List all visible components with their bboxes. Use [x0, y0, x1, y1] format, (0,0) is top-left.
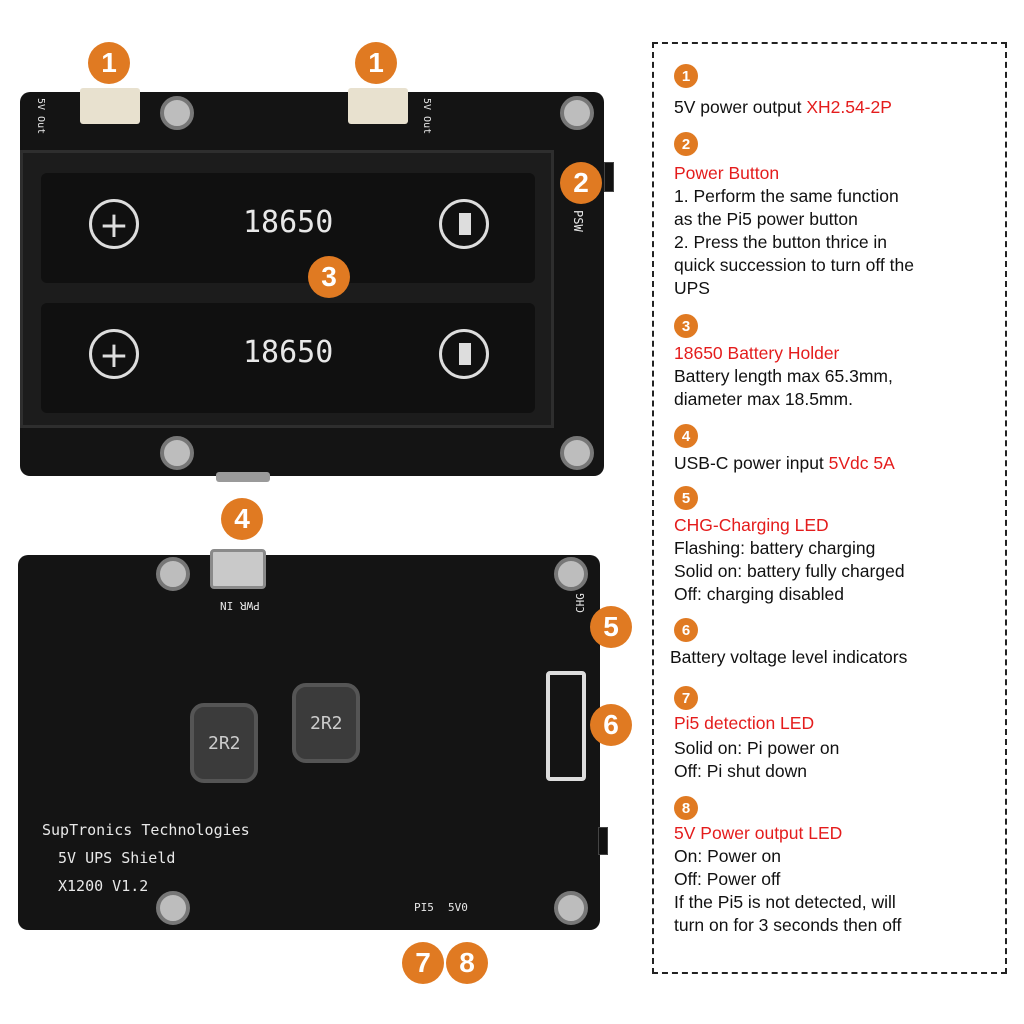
legend-line: 1. Perform the same function — [674, 186, 899, 206]
mounting-hole — [560, 96, 594, 130]
legend-line: If the Pi5 is not detected, will — [674, 892, 896, 912]
legend-number: 1 — [674, 64, 698, 88]
5v0-label: 5V0 — [448, 901, 468, 914]
legend-text: USB-C power input — [674, 453, 829, 473]
battery-label: 18650 — [243, 205, 334, 240]
legend-line: as the Pi5 power button — [674, 209, 858, 229]
brand-line-1: SupTronics Technologies — [42, 821, 250, 839]
inductor-label: 2R2 — [208, 733, 241, 754]
psw-label: PSW — [571, 210, 585, 232]
legend-number: 8 — [674, 796, 698, 820]
battery-holder: + + 18650 18650 — [20, 150, 554, 428]
inductor — [292, 683, 360, 763]
callout-badge-6: 6 — [590, 704, 632, 746]
legend-line: UPS — [674, 278, 710, 298]
callout-badge-1: 1 — [355, 42, 397, 84]
legend-highlight: XH2.54-2P — [806, 97, 892, 117]
callout-badge-8: 8 — [446, 942, 488, 984]
legend-section-7: 7 Pi5 detection LED Solid on: Pi power o… — [674, 686, 999, 783]
legend-line: Flashing: battery charging — [674, 538, 876, 558]
usb-c-port[interactable] — [210, 549, 266, 589]
minus-symbol-icon — [439, 199, 489, 249]
ups-board-bottom-view: PWR IN CHG 2R2 2R2 SupTronics Technologi… — [18, 549, 608, 930]
legend-line: quick succession to turn off the — [674, 255, 914, 275]
usb-c-port — [216, 472, 270, 482]
callout-badge-7: 7 — [402, 942, 444, 984]
5v-out-label: 5V Out — [421, 98, 432, 135]
callout-badge-5: 5 — [590, 606, 632, 648]
plus-symbol-icon: + — [89, 199, 139, 249]
legend-line: Solid on: battery fully charged — [674, 561, 905, 581]
legend-line: Solid on: Pi power on — [674, 738, 840, 758]
legend-section-1: 1 5V power output XH2.54-2P — [674, 64, 999, 119]
legend-line: diameter max 18.5mm. — [674, 389, 853, 409]
inductor — [190, 703, 258, 783]
legend-number: 4 — [674, 424, 698, 448]
legend-line: 2. Press the button thrice in — [674, 232, 888, 252]
battery-level-indicator — [546, 671, 586, 781]
ups-board-top-view: 5V Out 5V Out + + 18650 18650 PSW — [20, 88, 614, 482]
pi5-label: PI5 — [414, 901, 434, 914]
legend-number: 7 — [674, 686, 698, 710]
mounting-hole — [560, 436, 594, 470]
minus-symbol-icon — [439, 329, 489, 379]
callout-badge-3: 3 — [308, 256, 350, 298]
legend-number: 5 — [674, 486, 698, 510]
legend-number: 2 — [674, 132, 698, 156]
mounting-hole — [156, 891, 190, 925]
legend-title: 18650 Battery Holder — [674, 343, 840, 363]
legend-section-6: 6 Battery voltage level indicators — [670, 618, 999, 669]
inductor-label: 2R2 — [310, 713, 343, 734]
legend-title: Power Button — [674, 163, 780, 183]
xh-connector — [80, 88, 140, 124]
legend-section-5: 5 CHG-Charging LED Flashing: battery cha… — [674, 486, 999, 606]
plus-symbol-icon: + — [89, 329, 139, 379]
xh-connector — [348, 88, 408, 124]
callout-badge-1: 1 — [88, 42, 130, 84]
legend-line: turn on for 3 seconds then off — [674, 915, 902, 935]
legend-section-4: 4 USB-C power input 5Vdc 5A — [674, 424, 999, 475]
mounting-hole — [554, 557, 588, 591]
legend-line: Battery voltage level indicators — [670, 647, 908, 667]
legend-line: Battery length max 65.3mm, — [674, 366, 893, 386]
battery-label: 18650 — [243, 335, 334, 370]
legend-line: Off: Pi shut down — [674, 761, 807, 781]
brand-line-2: 5V UPS Shield — [58, 849, 176, 867]
legend-number: 6 — [674, 618, 698, 642]
legend-title: CHG-Charging LED — [674, 515, 829, 535]
legend-section-8: 8 5V Power output LED On: Power on Off: … — [674, 796, 999, 937]
legend-line: On: Power on — [674, 846, 781, 866]
chg-label: CHG — [574, 593, 587, 613]
legend-section-3: 3 18650 Battery Holder Battery length ma… — [674, 314, 999, 411]
legend-line: Off: Power off — [674, 869, 781, 889]
pwr-in-label: PWR IN — [220, 599, 260, 612]
brand-line-3: X1200 V1.2 — [58, 877, 149, 895]
mounting-hole — [156, 557, 190, 591]
callout-badge-4: 4 — [221, 498, 263, 540]
power-button[interactable] — [598, 827, 608, 855]
mounting-hole — [554, 891, 588, 925]
legend-line: Off: charging disabled — [674, 584, 844, 604]
legend-title: 5V Power output LED — [674, 823, 843, 843]
callout-badge-2: 2 — [560, 162, 602, 204]
5v-out-label: 5V Out — [35, 98, 46, 135]
legend-highlight: 5Vdc 5A — [828, 453, 895, 473]
legend-title: Pi5 detection LED — [674, 713, 815, 733]
power-button[interactable] — [604, 162, 614, 192]
legend-number: 3 — [674, 314, 698, 338]
mounting-hole — [160, 96, 194, 130]
legend-panel: 1 5V power output XH2.54-2P 2 Power Butt… — [652, 42, 1007, 974]
mounting-hole — [160, 436, 194, 470]
legend-section-2: 2 Power Button 1. Perform the same funct… — [674, 132, 999, 300]
legend-line: 5V power output XH2.54-2P — [674, 96, 999, 119]
legend-text: 5V power output — [674, 97, 807, 117]
legend-line: USB-C power input 5Vdc 5A — [674, 452, 999, 475]
